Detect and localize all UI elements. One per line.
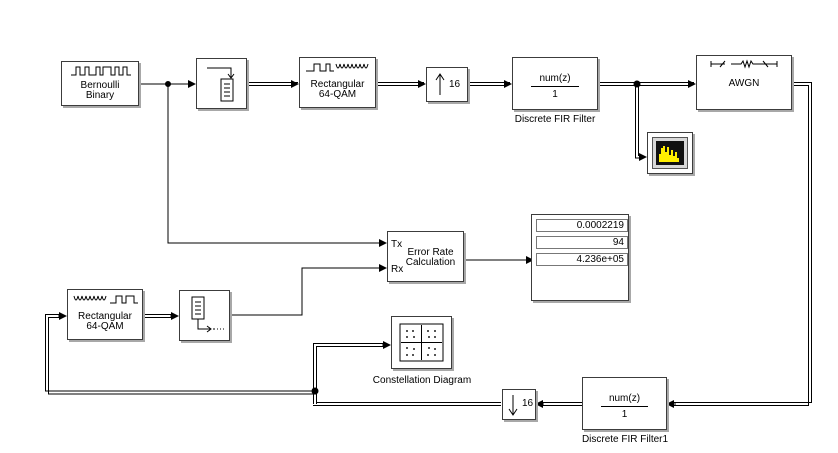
bernoulli-icon xyxy=(71,66,131,76)
display-block[interactable]: 0.0002219 94 4.236e+05 xyxy=(531,214,629,301)
fir-tx-numerator: num(z) xyxy=(539,73,571,84)
upsample-block[interactable]: 16 xyxy=(426,67,468,102)
bit-to-integer-block[interactable] xyxy=(196,58,247,109)
fir-rx-numerator: num(z) xyxy=(608,393,641,404)
awgn-block[interactable]: AWGN xyxy=(696,55,792,110)
bernoulli-binary-block[interactable]: Bernoulli Binary xyxy=(61,61,139,106)
error-rate-label-line1: Error Rate xyxy=(407,247,454,258)
down-arrow-icon xyxy=(508,395,518,416)
fir-tx-caption: Discrete FIR Filter xyxy=(514,114,596,125)
display-error-count: 94 xyxy=(536,236,628,249)
up-arrow-icon xyxy=(435,73,445,95)
fir-rx-denominator: 1 xyxy=(621,409,628,420)
bit-to-integer-icon xyxy=(207,67,235,102)
qam-mod-label-line1: Rectangular xyxy=(310,79,365,90)
constellation-icon xyxy=(399,323,444,362)
spectrum-analyzer-block[interactable] xyxy=(647,132,693,174)
upsample-factor: 16 xyxy=(449,79,461,90)
downsample-factor: 16 xyxy=(522,398,534,409)
spectrum-screen xyxy=(652,137,688,169)
awgn-icon xyxy=(710,59,778,69)
line-to-tx xyxy=(167,84,387,247)
bernoulli-label-line1: Bernoulli xyxy=(80,80,120,91)
qam-demod-label-line1: Rectangular xyxy=(78,311,132,322)
display-error-rate: 0.0002219 xyxy=(536,219,628,232)
port-rx: Rx xyxy=(391,264,404,275)
constellation-caption: Constellation Diagram xyxy=(372,375,472,386)
error-rate-calculation-block[interactable]: Tx Rx Error Rate Calculation xyxy=(387,231,464,282)
error-rate-label-line2: Calculation xyxy=(405,257,456,268)
port-tx: Tx xyxy=(391,239,403,250)
qam-demod-label-line2: 64-QAM xyxy=(86,321,124,332)
spectrum-bars-icon xyxy=(656,141,684,165)
qam-demod-icon xyxy=(73,295,138,304)
fir-filter-rx-block[interactable]: num(z) 1 xyxy=(582,377,667,430)
awgn-label: AWGN xyxy=(728,78,760,89)
line-to-rx xyxy=(230,264,387,316)
qam-mod-icon xyxy=(306,63,369,72)
qam-demodulator-block[interactable]: Rectangular 64-QAM xyxy=(67,289,143,340)
bernoulli-label-line2: Binary xyxy=(85,90,115,101)
qam-mod-label-line2: 64-QAM xyxy=(318,89,357,100)
fir-rx-caption: Discrete FIR Filter1 xyxy=(581,434,669,445)
display-total-bits: 4.236e+05 xyxy=(536,253,628,266)
fir-tx-denominator: 1 xyxy=(552,89,558,100)
constellation-diagram-block[interactable] xyxy=(391,316,452,369)
integer-to-bit-icon xyxy=(191,296,224,333)
fir-filter-tx-block[interactable]: num(z) 1 xyxy=(512,57,598,110)
downsample-block[interactable]: 16 xyxy=(502,389,536,420)
line-b2i-qam xyxy=(247,82,298,86)
qam-modulator-block[interactable]: Rectangular 64-QAM xyxy=(299,57,376,108)
integer-to-bit-block[interactable] xyxy=(179,290,230,341)
